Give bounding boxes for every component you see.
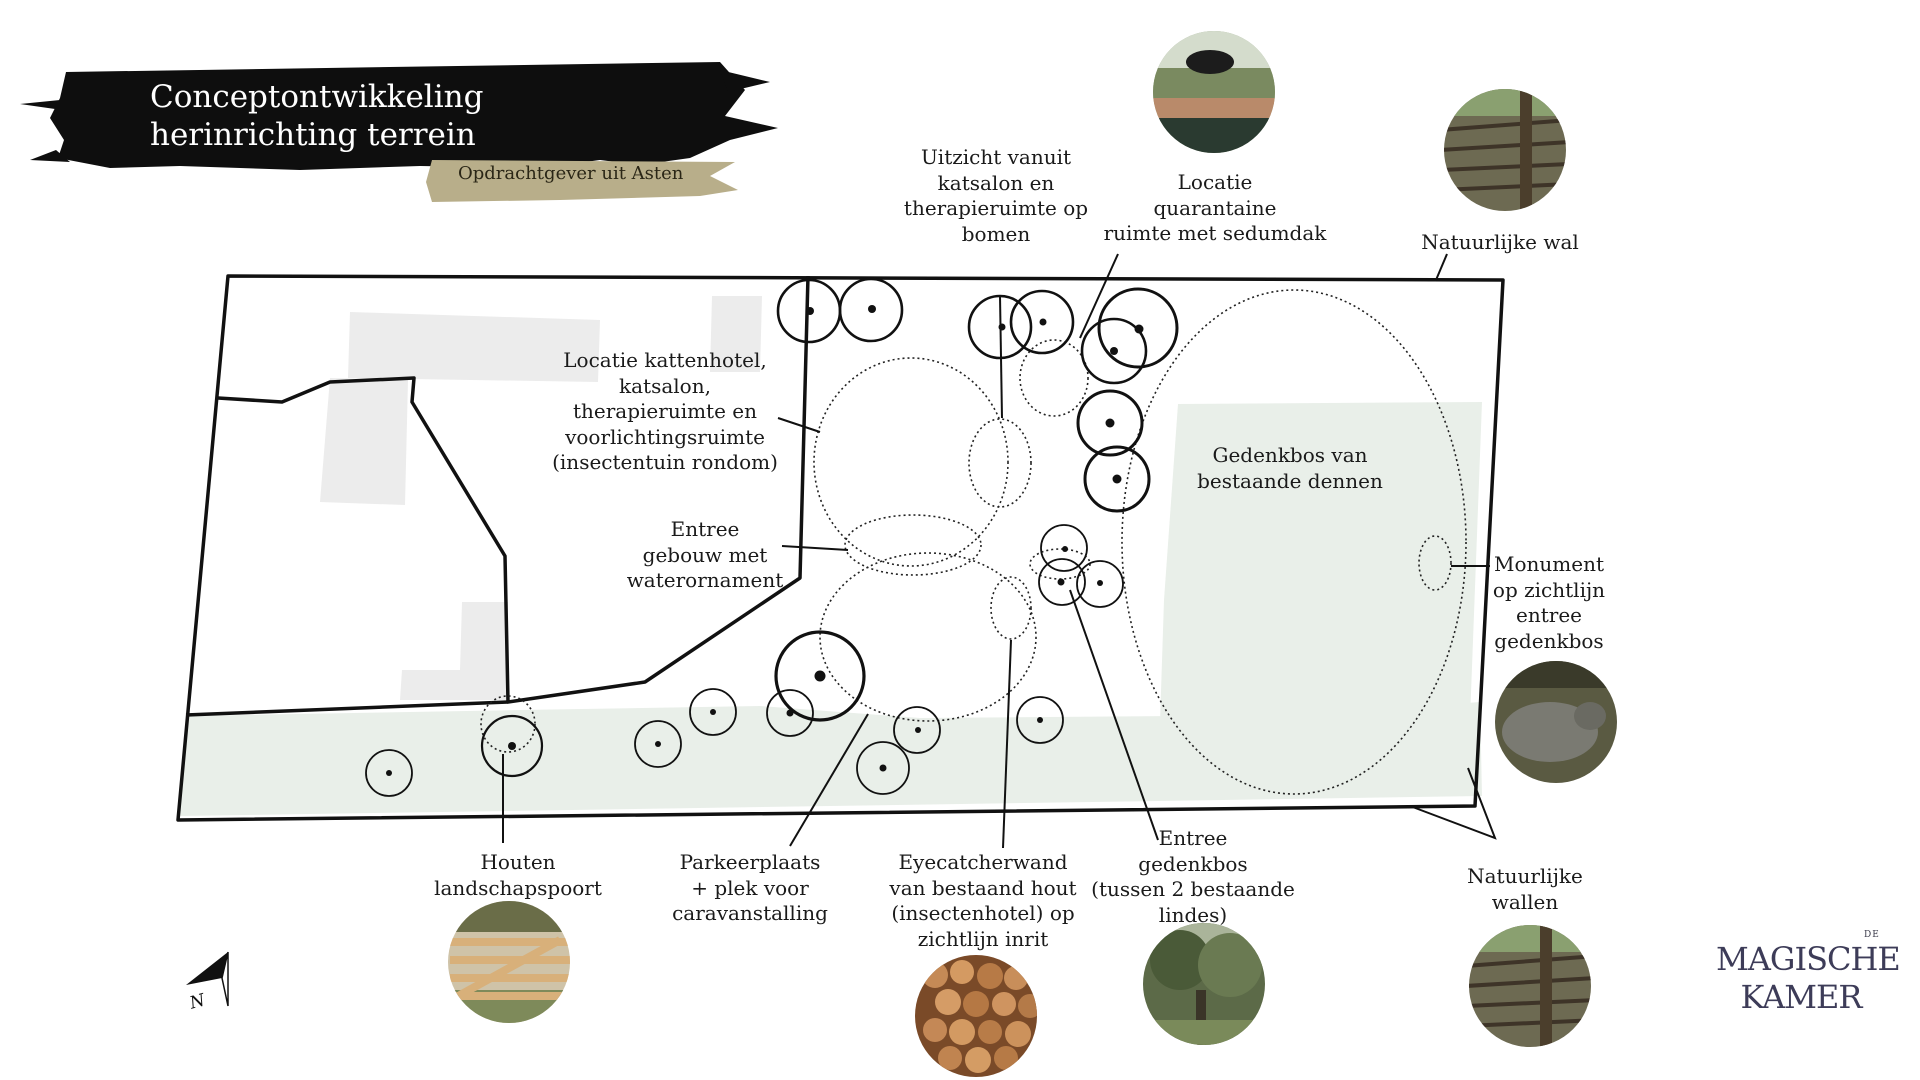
plot-outline <box>176 274 1505 822</box>
label-natuurlijke-wallen: Natuurlijke wallen <box>1467 864 1583 914</box>
north-arrow <box>186 951 229 1007</box>
tree-circle <box>856 741 910 795</box>
tree-circle <box>766 689 814 737</box>
page-title: Conceptontwikkeling herinrichting terrei… <box>150 79 484 153</box>
logo-small: DE <box>1864 930 1880 940</box>
boar-statue-photo <box>1495 661 1617 783</box>
leader-lines <box>502 253 1497 849</box>
existing-buildings <box>320 296 762 700</box>
logo-line2: KAMER <box>1740 978 1863 1016</box>
tree-circle <box>1083 445 1151 513</box>
tree-circle <box>1080 317 1148 385</box>
label-eyecatcher: Eyecatcherwand van bestaand hout (insect… <box>889 850 1077 951</box>
tree-circle <box>1097 287 1179 369</box>
tree-circle <box>1038 558 1086 606</box>
tree-circle <box>480 714 544 778</box>
page-subtitle: Opdrachtgever uit Asten <box>458 163 684 184</box>
label-gedenkbos: Gedenkbos van bestaande dennen <box>1197 443 1383 493</box>
label-landschapspoort: Houten landschapspoort <box>434 850 602 900</box>
logo: DE MAGISCHE KAMER <box>1716 930 1901 1050</box>
title-brush <box>20 62 778 170</box>
tree-circle <box>774 630 866 722</box>
tree-circle <box>893 706 941 754</box>
wattle-fence-photo-top <box>1444 89 1566 211</box>
green-zones <box>180 402 1482 816</box>
label-monument: Monument op zichtlijn entree gedenkbos <box>1492 552 1606 653</box>
linden-trees-photo <box>1143 923 1265 1045</box>
label-parkeerplaats: Parkeerplaats + plek voor caravanstallin… <box>672 850 828 925</box>
tree-circle <box>689 688 737 736</box>
label-entree-gebouw: Entree gebouw met waterornament <box>626 517 784 592</box>
tree-circle <box>1009 289 1075 355</box>
tree-circle <box>1076 560 1124 608</box>
dotted-areas <box>480 289 1467 795</box>
label-natuurlijke-wal: Natuurlijke wal <box>1421 230 1579 254</box>
logo-line1: MAGISCHE <box>1716 940 1901 978</box>
wooden-gate-photo <box>448 901 570 1023</box>
tree-circle <box>365 749 413 797</box>
log-pile-photo <box>915 955 1037 1077</box>
subtitle-brush <box>426 160 738 202</box>
label-entree-gedenkbos: Entree gedenkbos (tussen 2 bestaande lin… <box>1091 826 1295 927</box>
wattle-fence-photo-bottom <box>1469 925 1591 1047</box>
tree-circle <box>1016 696 1064 744</box>
title-block: Conceptontwikkeling herinrichting terrei… <box>150 78 483 154</box>
tree-trunks <box>386 305 1144 776</box>
label-quarantaine: Locatie quarantaine ruimte met sedumdak <box>1103 170 1327 245</box>
label-uitzicht: Uitzicht vanuit katsalon en therapieruim… <box>903 145 1089 246</box>
tree-circle <box>634 720 682 768</box>
tree-circle <box>838 277 904 343</box>
label-kattenhotel: Locatie kattenhotel, katsalon, therapier… <box>552 348 778 474</box>
sedum-roof-photo <box>1153 31 1275 153</box>
tree-circle <box>1040 524 1088 572</box>
tree-circle <box>1076 389 1144 457</box>
